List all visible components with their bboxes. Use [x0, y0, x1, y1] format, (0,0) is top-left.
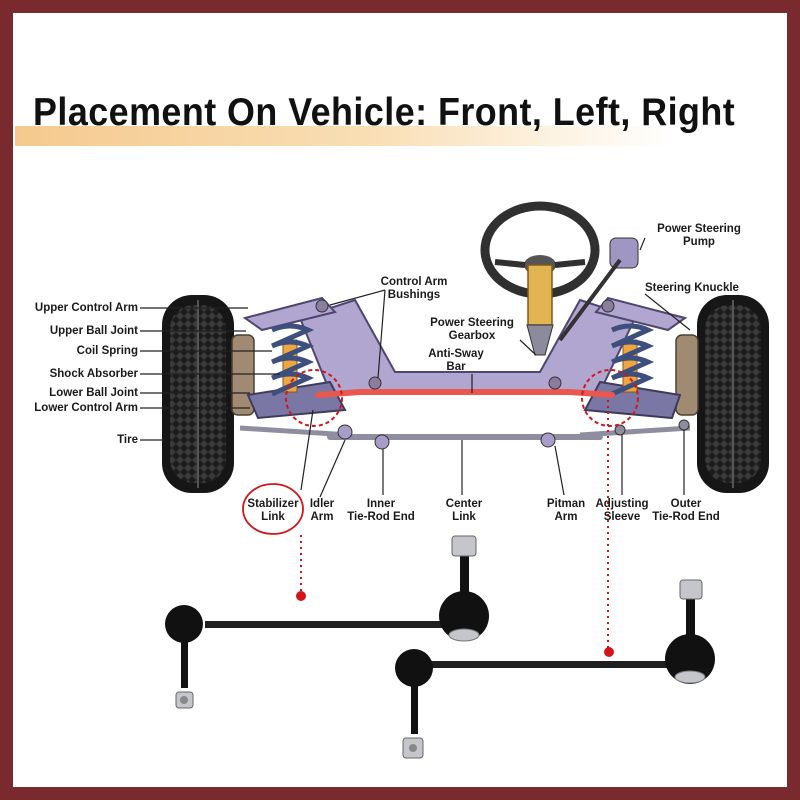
left-tie-rod: [239, 425, 351, 438]
right-tire: [697, 295, 769, 493]
right-tie-rod: [579, 425, 691, 438]
label-adjusting-sleeve: Adjusting Sleeve: [595, 498, 649, 523]
label-pitman-arm: Pitman Arm: [546, 498, 586, 523]
label-stabilizer-link: Stabilizer Link: [247, 498, 299, 523]
right-coil-spring: [610, 323, 655, 397]
label-upper-ball-joint: Upper Ball Joint: [49, 325, 138, 337]
label-lower-ball-joint: Lower Ball Joint: [49, 387, 138, 399]
stabilizer-link-product-1: [165, 535, 489, 709]
leader-right-dot: [604, 647, 614, 657]
left-tire: [162, 295, 234, 493]
stabilizer-link-highlight-right: [581, 369, 639, 427]
stabilizer-link-label-ring: [242, 483, 304, 535]
page-title: Placement On Vehicle: Front, Left, Right: [33, 91, 736, 134]
upper-control-arm-left: [242, 296, 337, 332]
label-tire: Tire: [117, 434, 138, 446]
power-steering-hose: [558, 258, 622, 342]
label-inner-tie-rod-end: Inner Tie-Rod End: [347, 498, 415, 523]
stabilizer-link-highlight-left: [285, 369, 343, 427]
control-arm-bushing-1: [315, 299, 329, 313]
control-arm-bushing-3: [601, 299, 615, 313]
label-steering-knuckle: Steering Knuckle: [645, 282, 739, 294]
upper-control-arm-right: [594, 296, 688, 332]
stabilizer-link-product-2: [395, 579, 715, 759]
label-control-arm-bushings: Control Arm Bushings: [380, 276, 448, 301]
lower-control-arm-left: [246, 380, 347, 420]
control-arm-bushing-4: [548, 376, 562, 390]
adjusting-sleeve-joint: [614, 424, 626, 436]
frame-crossmember: [298, 298, 637, 393]
anti-sway-bar: [315, 389, 615, 398]
label-leaders: [140, 237, 691, 498]
label-upper-control-arm: Upper Control Arm: [34, 302, 138, 314]
label-lower-control-arm: Lower Control Arm: [34, 402, 138, 414]
idler-arm-joint: [337, 424, 353, 440]
label-shock-absorber: Shock Absorber: [49, 368, 138, 380]
label-power-steering-pump: Power Steering Pump: [657, 223, 741, 248]
steering-column: [527, 264, 553, 326]
label-power-steering-gearbox: Power Steering Gearbox: [430, 317, 514, 342]
power-steering-pump: [609, 237, 639, 269]
label-outer-tie-rod-end: Outer Tie-Rod End: [652, 498, 720, 523]
label-anti-sway-bar: Anti-Sway Bar: [428, 348, 484, 373]
right-steering-knuckle: [675, 334, 699, 416]
inner-tie-rod-joint: [374, 434, 390, 450]
title-highlight-band: [15, 126, 675, 146]
label-idler-arm: Idler Arm: [309, 498, 335, 523]
outer-tie-rod-joint: [678, 419, 690, 431]
control-arm-bushing-2: [368, 376, 382, 390]
pitman-arm-joint: [540, 432, 556, 448]
label-center-link: Center Link: [445, 498, 483, 523]
leader-left-dot: [296, 591, 306, 601]
power-steering-gearbox: [526, 324, 554, 356]
left-coil-spring: [270, 323, 315, 397]
label-coil-spring: Coil Spring: [76, 345, 138, 357]
